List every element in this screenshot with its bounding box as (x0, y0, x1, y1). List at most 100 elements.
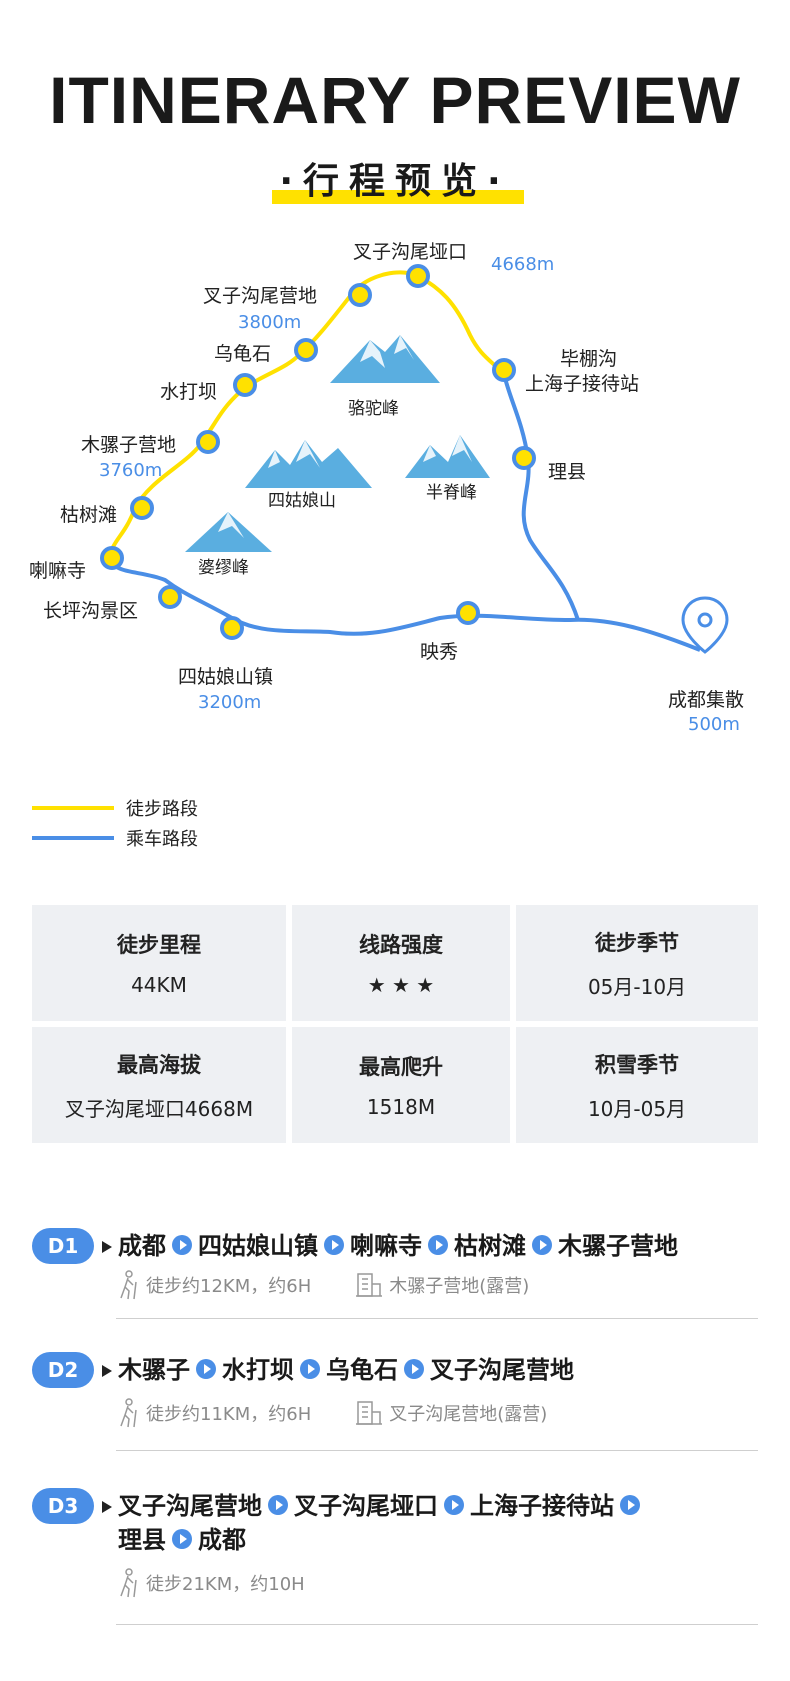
day-info: 徒步约12KM，约6H 木骡子营地(露营) (116, 1270, 573, 1300)
stop-label: 喇嘛寺 (29, 560, 86, 582)
day-badge: D3 (32, 1488, 94, 1524)
route-stop: 枯树滩 (454, 1232, 526, 1260)
day-route: 成都 四姑娘山镇 喇嘛寺 枯树滩 木骡子营地 (102, 1229, 678, 1263)
route-stop: 上海子接待站 (470, 1492, 614, 1520)
stop-label: 毕棚沟 (560, 348, 617, 370)
stat-value: 10月-05月 (587, 1096, 687, 1121)
route-stop: 叉子沟尾营地 (118, 1492, 262, 1520)
location-pin-icon (681, 596, 729, 654)
route-stop: 木骡子 (118, 1356, 190, 1384)
route-stop: 理县 (118, 1526, 166, 1554)
stop-elevation: 500m (688, 714, 740, 735)
divider (116, 1450, 758, 1451)
hike-text: 徒步21KM，约10H (146, 1574, 305, 1595)
stat-value: 05月-10月 (587, 974, 687, 999)
arrow-right-icon (444, 1495, 464, 1515)
peak-label-banji: 半脊峰 (426, 483, 477, 503)
stay-info: 叉子沟尾营地(露营) (355, 1400, 547, 1426)
hiker-icon (120, 1398, 137, 1428)
stop-marker (348, 283, 372, 307)
legend-drive-swatch (32, 836, 114, 840)
stat-value: 1518M (366, 1095, 436, 1119)
stat-label: 徒步里程 (117, 933, 201, 957)
route-map: 骆驼峰 四姑娘山 半脊峰 婆缪峰 叉子沟尾垭口 4668m 叉子沟尾营地 380… (29, 241, 744, 735)
stop-marker (196, 430, 220, 454)
stop-label: 叉子沟尾垭口 (353, 241, 467, 263)
route-stop: 乌龟石 (326, 1356, 398, 1384)
stop-label: 成都集散 (668, 689, 744, 711)
hiker-icon (120, 1568, 137, 1598)
divider (116, 1624, 758, 1625)
route-stop: 成都 (118, 1232, 166, 1260)
day-route: 叉子沟尾营地 叉子沟尾垭口 上海子接待站 理县 成都 (102, 1489, 646, 1557)
arrow-right-icon (620, 1495, 640, 1515)
stop-elevation: 3800m (238, 312, 301, 333)
hike-route-path (108, 270, 506, 559)
stop-label: 水打坝 (160, 381, 217, 403)
stop-marker (220, 616, 244, 640)
legend-drive-label: 乘车路段 (126, 829, 198, 850)
arrow-right-icon (172, 1235, 192, 1255)
mountain-icon-luotuo (330, 335, 440, 383)
route-stop: 叉子沟尾营地 (430, 1356, 574, 1384)
peak-label-pomiao: 婆缪峰 (198, 558, 249, 578)
hike-text: 徒步约11KM，约6H (146, 1404, 312, 1425)
stop-marker (492, 358, 516, 382)
stop-label: 映秀 (420, 641, 458, 663)
stop-marker (512, 446, 536, 470)
subtitle-wrap: ·行程预览· (0, 152, 790, 204)
arrow-right-icon (324, 1235, 344, 1255)
stat-value: 44KM (131, 973, 187, 997)
peak-label-luotuo: 骆驼峰 (348, 399, 399, 419)
stat-cell: 线路强度 ★ ★ ★ (292, 905, 510, 1021)
peak-label-siguniang: 四姑娘山 (268, 491, 336, 511)
stay-info: 木骡子营地(露营) (355, 1272, 529, 1298)
building-icon (356, 1273, 383, 1297)
stats-grid: 徒步里程 44KM 线路强度 ★ ★ ★ 徒步季节 05月-10月 最高海拔 叉… (32, 905, 758, 1143)
arrow-right-icon (404, 1359, 424, 1379)
stop-marker (158, 585, 182, 609)
day-badge: D1 (32, 1228, 94, 1264)
route-stop: 四姑娘山镇 (198, 1232, 318, 1260)
stop-label: 上海子接待站 (525, 373, 639, 395)
mountain-icon-siguniang (245, 440, 372, 488)
day-info: 徒步约11KM，约6H 叉子沟尾营地(露营) (116, 1398, 591, 1428)
hike-text: 徒步约12KM，约6H (146, 1276, 312, 1297)
drive-branch-path (502, 373, 580, 621)
stay-text: 叉子沟尾营地(露营) (389, 1404, 548, 1425)
route-stop: 木骡子营地 (558, 1232, 678, 1260)
stop-label: 长坪沟景区 (43, 600, 138, 622)
day-badge: D2 (32, 1352, 94, 1388)
route-stop: 喇嘛寺 (350, 1232, 422, 1260)
stay-text: 木骡子营地(露营) (389, 1276, 530, 1297)
map-legend: 徒步路段 乘车路段 (32, 793, 198, 853)
play-arrow-icon (102, 1241, 112, 1253)
day-info: 徒步21KM，约10H (116, 1568, 349, 1598)
stop-elevation: 3760m (99, 460, 162, 481)
stop-marker (130, 496, 154, 520)
stop-label: 乌龟石 (214, 343, 271, 365)
day-route: 木骡子水打坝乌龟石叉子沟尾营地 (102, 1353, 574, 1387)
stat-label: 徒步季节 (595, 930, 679, 955)
arrow-right-icon (268, 1495, 288, 1515)
route-stop: 成都 (198, 1526, 246, 1554)
hiker-icon (120, 1270, 137, 1300)
stops-layer (100, 264, 536, 640)
stop-marker (100, 546, 124, 570)
stop-marker (294, 338, 318, 362)
stat-cell: 徒步里程 44KM (32, 905, 286, 1021)
stop-marker (406, 264, 430, 288)
subtitle-highlight (272, 190, 524, 204)
hike-info: 徒步约11KM，约6H (116, 1398, 311, 1428)
arrow-right-icon (172, 1529, 192, 1549)
mountain-icon-banji (405, 435, 490, 478)
stop-label: 理县 (548, 461, 586, 483)
play-arrow-icon (102, 1365, 112, 1377)
stat-label: 积雪季节 (595, 1052, 679, 1077)
stat-label: 线路强度 (359, 933, 443, 957)
building-icon (356, 1401, 383, 1425)
stat-label: 最高爬升 (359, 1055, 443, 1079)
arrow-right-icon (532, 1235, 552, 1255)
stop-marker (456, 601, 480, 625)
route-stop: 叉子沟尾垭口 (294, 1492, 438, 1520)
